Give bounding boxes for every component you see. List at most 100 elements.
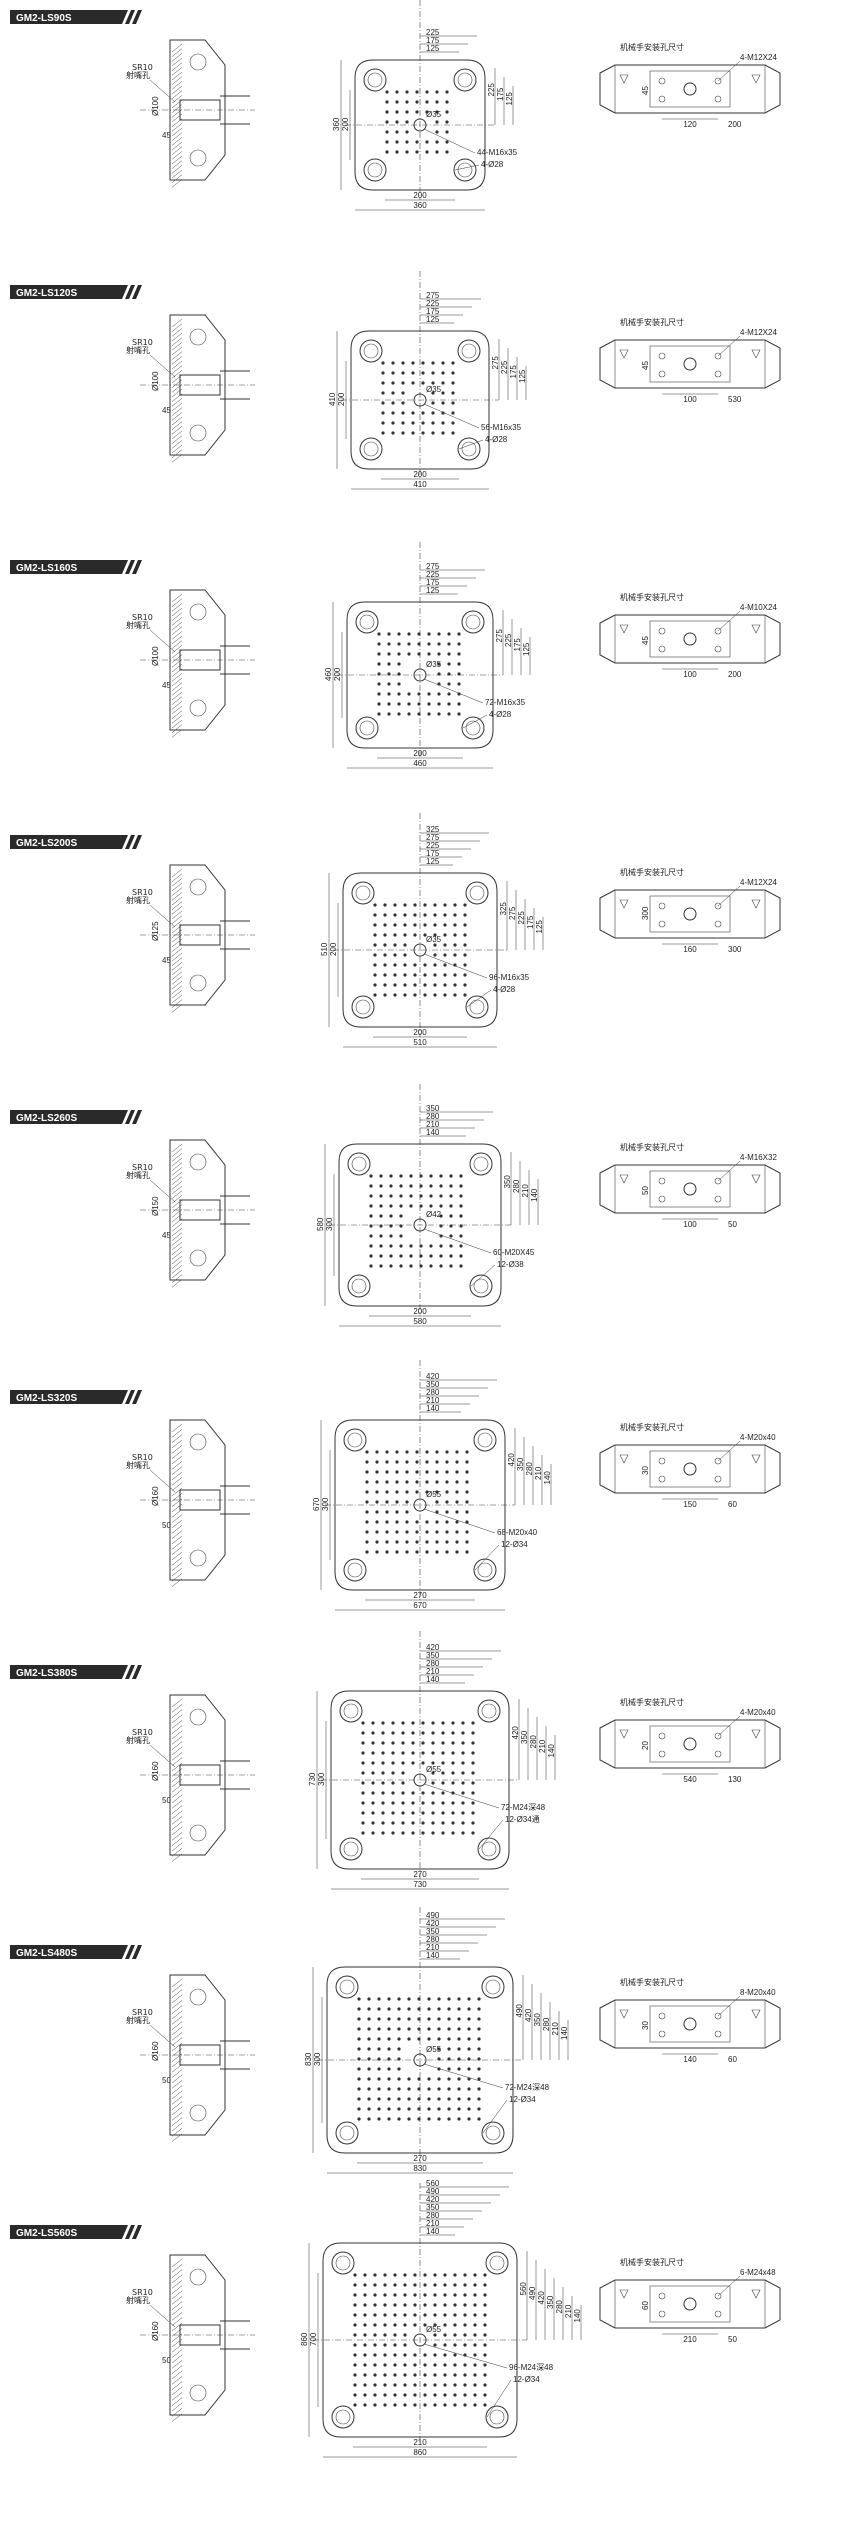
threaded-hole [473, 2343, 477, 2347]
threaded-hole [435, 1460, 439, 1464]
hatch-line [171, 948, 183, 957]
height-dimension: 140 [547, 1744, 556, 1758]
threaded-hole [477, 2117, 481, 2121]
threaded-hole [401, 1771, 405, 1775]
threaded-hole [471, 1741, 475, 1745]
tie-bar-hole-inner [351, 1156, 367, 1172]
height-dimension: 140 [530, 1188, 539, 1202]
threaded-hole [377, 2107, 381, 2111]
hatch-line [171, 906, 183, 915]
angle-label: 45 [162, 681, 171, 690]
inner-height-label: 200 [333, 667, 342, 681]
threaded-hole [357, 2027, 361, 2031]
threaded-hole [483, 2303, 487, 2307]
width-dimension: 125 [426, 44, 440, 53]
width-dimension: 210 [426, 1667, 440, 1676]
section-hole-bottom [189, 1549, 207, 1567]
threaded-hole [465, 1530, 469, 1534]
threaded-hole [397, 2117, 401, 2121]
sr-label: SR10 [132, 2288, 153, 2297]
threaded-hole [391, 391, 395, 395]
threaded-hole [433, 2283, 437, 2287]
leader-line [423, 1783, 500, 1809]
threaded-hole [373, 2273, 377, 2277]
tie-bar-hole [347, 1152, 371, 1176]
threaded-hole [403, 2403, 407, 2407]
bottom-inner-width-label: 200 [413, 1028, 427, 1037]
threaded-hole [427, 2087, 431, 2091]
bottom-overall-width-label: 360 [413, 201, 427, 210]
threaded-hole [409, 1184, 413, 1188]
model-title-bar: GM2-LS160S [10, 560, 142, 574]
threaded-hole [407, 702, 411, 706]
threaded-hole [383, 973, 387, 977]
threaded-hole [459, 1184, 463, 1188]
width-dimension: 125 [426, 857, 440, 866]
threaded-hole [467, 2047, 471, 2051]
threaded-hole [413, 2363, 417, 2367]
threaded-hole [437, 632, 441, 636]
hatch-line [171, 2264, 183, 2273]
hatch-line [171, 1741, 183, 1750]
threaded-hole [433, 963, 437, 967]
hatch-line [171, 1525, 183, 1534]
threaded-hole [431, 1821, 435, 1825]
leader-line [149, 629, 176, 653]
threaded-hole [393, 2283, 397, 2287]
threaded-hole [411, 1731, 415, 1735]
threaded-hole [399, 1214, 403, 1218]
width-dimension: 210 [426, 2219, 440, 2228]
threaded-hole [415, 150, 419, 154]
threaded-hole [401, 431, 405, 435]
threaded-hole [441, 1821, 445, 1825]
threaded-hole [373, 953, 377, 957]
hatch-line [171, 1466, 183, 1475]
threaded-hole [425, 1550, 429, 1554]
threaded-hole [397, 672, 401, 676]
threaded-hole [437, 2117, 441, 2121]
threaded-hole [477, 2067, 481, 2071]
threaded-hole [463, 2383, 467, 2387]
threaded-hole [429, 1264, 433, 1268]
threaded-hole [377, 702, 381, 706]
threaded-hole [421, 421, 425, 425]
threaded-hole [431, 401, 435, 405]
threaded-hole [431, 1741, 435, 1745]
robot-mount-caption: 机械手安装孔尺寸 [620, 2257, 684, 2267]
threaded-hole [431, 1751, 435, 1755]
mount-wedge-mark [751, 624, 761, 634]
width-dimension: 225 [426, 841, 440, 850]
threaded-hole [365, 1520, 369, 1524]
hatch-line [171, 2133, 183, 2142]
threaded-hole [467, 2117, 471, 2121]
threaded-hole [453, 2343, 457, 2347]
model-title-bar: GM2-LS120S [10, 285, 142, 299]
threaded-hole [393, 923, 397, 927]
threaded-hole [435, 90, 439, 94]
threaded-hole [385, 1510, 389, 1514]
height-dimension: 210 [534, 1466, 543, 1480]
threaded-hole [401, 391, 405, 395]
threaded-hole [431, 1721, 435, 1725]
hatch-line [171, 971, 183, 980]
title-stripe [125, 10, 135, 24]
width-dimension: 125 [426, 586, 440, 595]
threaded-hole [457, 632, 461, 636]
height-dimension: 125 [505, 92, 514, 106]
hatch-line [171, 1423, 183, 1433]
threaded-hole [461, 1831, 465, 1835]
mount-bolt-hole [714, 2012, 722, 2020]
model-title-bar: GM2-LS260S [10, 1110, 142, 1124]
threaded-hole [451, 401, 455, 405]
threaded-hole [423, 2373, 427, 2377]
threaded-hole [357, 2037, 361, 2041]
hatch-line [171, 2344, 183, 2353]
robot-thread-callout: 8-M20x40 [740, 1988, 776, 1997]
sr-label: SR10 [132, 1163, 153, 1172]
threaded-hole [403, 2293, 407, 2297]
threaded-hole [471, 1821, 475, 1825]
hatch-line [171, 435, 183, 444]
tie-bar-hole-inner [343, 1841, 359, 1857]
ring-diameter-label: Ø55 [426, 2325, 442, 2334]
thread-hole-callout: 60-M20X45 [493, 1248, 535, 1257]
